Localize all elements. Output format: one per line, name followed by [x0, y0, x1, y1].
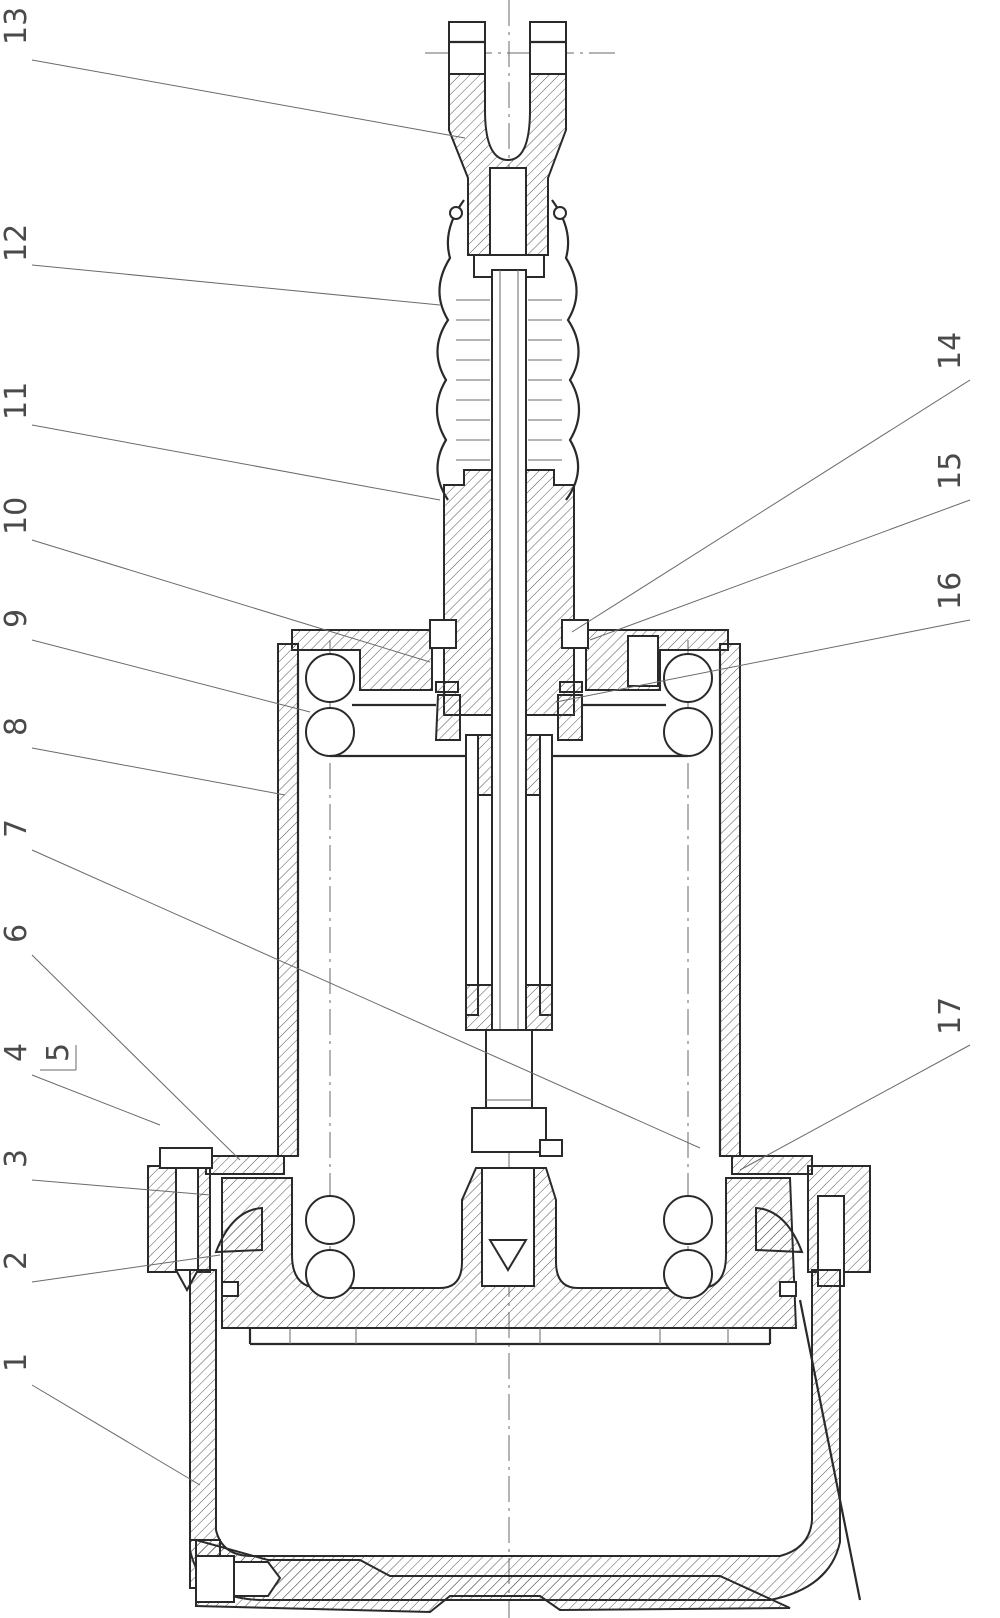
part-label-12: 12 [0, 224, 34, 262]
piston-rod [491, 269, 527, 1031]
part-label-13: 13 [0, 7, 34, 45]
bottom-end-cap [195, 1299, 862, 1614]
return-spring-upper [305, 653, 713, 758]
inner-guide-tube [465, 734, 553, 1031]
part-label-1: 1 [0, 1353, 34, 1372]
rod-end-connector [471, 1029, 563, 1157]
part-label-5: 5 [41, 1043, 76, 1062]
part-label-8: 8 [0, 717, 34, 736]
part-label-7: 7 [0, 819, 34, 838]
bellows-boot [436, 199, 580, 501]
cylinder-shell [277, 643, 741, 1157]
part-label-4: 4 [0, 1043, 34, 1062]
piston-seals [214, 1206, 804, 1297]
piston-plate [221, 1167, 798, 1346]
part-label-3: 3 [0, 1149, 34, 1168]
part-label-11: 11 [0, 382, 34, 420]
part-label-15: 15 [933, 452, 968, 490]
clevis-fork [448, 21, 567, 278]
part-labels: 1 2 3 4 5 6 7 8 9 10 11 12 13 14 15 16 1… [0, 7, 968, 1372]
leader-lines [31, 59, 971, 1486]
guide-bushing [443, 469, 575, 716]
part-label-6: 6 [0, 924, 34, 943]
part-label-16: 16 [933, 572, 968, 610]
part-label-17: 17 [933, 997, 968, 1035]
part-label-10: 10 [0, 497, 34, 535]
part-label-2: 2 [0, 1251, 34, 1270]
part-label-9: 9 [0, 609, 34, 628]
part-label-14: 14 [933, 332, 968, 370]
cylinder-head [291, 619, 729, 741]
